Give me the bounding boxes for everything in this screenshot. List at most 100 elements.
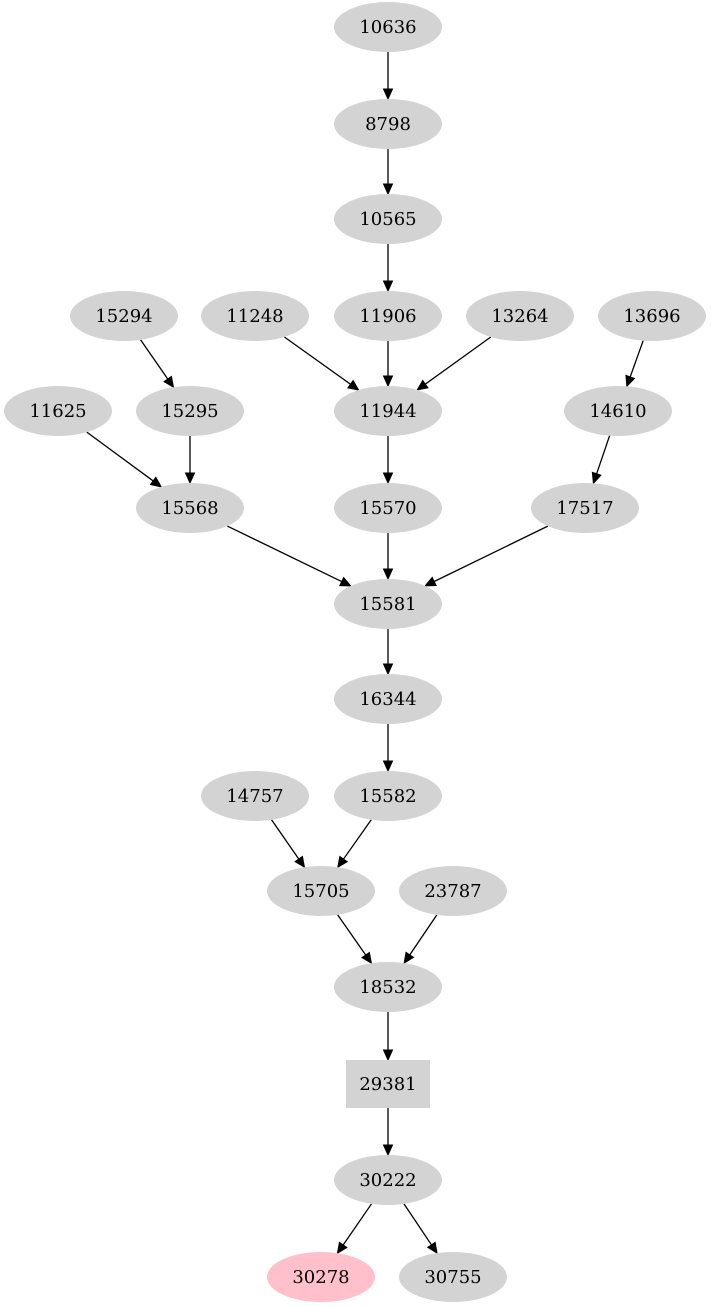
edge-11906-11944 — [382, 341, 394, 388]
edge-15294-15295 — [140, 339, 175, 389]
arrowhead-icon — [382, 280, 394, 293]
arrowhead-icon — [416, 379, 429, 391]
node-label: 15570 — [359, 498, 416, 519]
arrowhead-icon — [347, 379, 360, 391]
edge-line — [227, 525, 342, 583]
edge-line — [409, 914, 438, 956]
edge-line — [283, 336, 351, 385]
arrowhead-icon — [337, 855, 349, 869]
node-15294: 15294 — [70, 291, 178, 341]
node-label: 15568 — [161, 498, 218, 519]
node-ellipse — [334, 674, 442, 724]
edge-15295-15568 — [184, 436, 196, 485]
node-15582: 15582 — [334, 771, 442, 821]
edge-30222-30755 — [403, 1203, 438, 1255]
node-ellipse — [334, 194, 442, 244]
node-8798: 8798 — [334, 99, 442, 149]
arrowhead-icon — [382, 760, 394, 773]
node-23787: 23787 — [399, 866, 507, 916]
node-13264: 13264 — [466, 291, 574, 341]
edge-14757-15705 — [271, 819, 306, 869]
edge-11248-11944 — [283, 336, 360, 391]
node-label: 16344 — [359, 689, 416, 710]
node-ellipse — [334, 771, 442, 821]
edge-15582-15705 — [337, 819, 372, 869]
node-15581: 15581 — [334, 579, 442, 629]
node-14610: 14610 — [564, 386, 672, 436]
arrowhead-icon — [625, 374, 636, 388]
node-ellipse — [334, 962, 442, 1012]
edge-line — [342, 1203, 373, 1246]
edge-line — [271, 819, 300, 860]
node-ellipse — [334, 1155, 442, 1205]
node-label: 13264 — [491, 306, 548, 327]
node-ellipse — [4, 386, 112, 436]
edge-11625-15568 — [86, 431, 163, 488]
node-ellipse — [267, 1252, 375, 1302]
node-ellipse — [399, 866, 507, 916]
node-ellipse — [334, 483, 442, 533]
node-16344: 16344 — [334, 674, 442, 724]
node-29381: 29381 — [346, 1060, 430, 1108]
edge-line — [629, 340, 644, 378]
arrowhead-icon — [382, 568, 394, 581]
edge-15570-15581 — [382, 533, 394, 581]
edge-23787-18532 — [403, 914, 438, 965]
node-ellipse — [598, 291, 706, 341]
node-label: 29381 — [359, 1074, 416, 1095]
edge-line — [342, 819, 372, 860]
edge-8798-10565 — [382, 149, 394, 196]
node-11625: 11625 — [4, 386, 112, 436]
arrowhead-icon — [382, 183, 394, 196]
arrowhead-icon — [382, 663, 394, 676]
edge-14610-17517 — [591, 435, 611, 485]
node-11248: 11248 — [201, 291, 309, 341]
arrowhead-icon — [294, 855, 306, 869]
arrowhead-icon — [382, 88, 394, 101]
node-label: 11906 — [359, 306, 416, 327]
node-ellipse — [334, 291, 442, 341]
node-box — [346, 1060, 430, 1108]
edge-30222-30278 — [336, 1203, 373, 1255]
node-label: 18532 — [359, 977, 416, 998]
edge-10636-8798 — [382, 52, 394, 101]
node-30755: 30755 — [399, 1252, 507, 1302]
node-label: 10636 — [359, 17, 416, 38]
arrowhead-icon — [361, 951, 373, 965]
arrowhead-icon — [163, 375, 175, 389]
node-ellipse — [201, 291, 309, 341]
node-label: 11944 — [359, 401, 416, 422]
edge-16344-15582 — [382, 724, 394, 773]
node-label: 14610 — [589, 401, 646, 422]
edge-line — [433, 525, 549, 583]
node-ellipse — [334, 99, 442, 149]
edge-15705-18532 — [337, 914, 373, 965]
arrowhead-icon — [338, 576, 352, 587]
node-15568: 15568 — [136, 483, 244, 533]
arrowhead-icon — [382, 1144, 394, 1157]
node-18532: 18532 — [334, 962, 442, 1012]
edge-17517-15581 — [424, 525, 549, 587]
edge-line — [403, 1203, 432, 1246]
arrowhead-icon — [591, 471, 602, 485]
arrowhead-icon — [382, 375, 394, 388]
node-ellipse — [564, 386, 672, 436]
edge-line — [140, 339, 169, 380]
edge-line — [596, 435, 611, 475]
edge-line — [86, 431, 154, 482]
edge-18532-29381 — [382, 1012, 394, 1062]
node-10636: 10636 — [334, 2, 442, 52]
node-ellipse — [334, 2, 442, 52]
node-ellipse — [70, 291, 178, 341]
node-label: 30755 — [424, 1267, 481, 1288]
node-15570: 15570 — [334, 483, 442, 533]
arrowhead-icon — [424, 576, 437, 587]
node-ellipse — [136, 386, 244, 436]
arrowhead-icon — [149, 476, 163, 488]
node-label: 13696 — [623, 306, 680, 327]
arrowhead-icon — [336, 1241, 348, 1255]
node-label: 30278 — [292, 1267, 349, 1288]
node-30222: 30222 — [334, 1155, 442, 1205]
edge-line — [424, 336, 492, 385]
